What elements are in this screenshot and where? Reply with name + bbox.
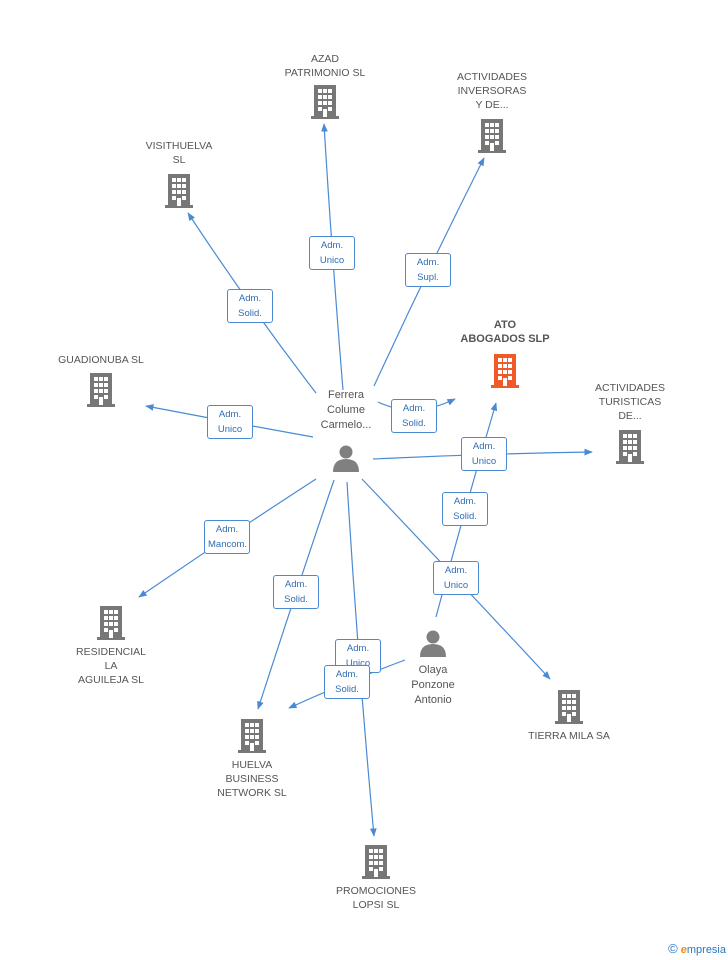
person-label-ferrera[interactable]: Ferrera Colume Carmelo...	[320, 389, 372, 431]
relation-label-ferrera-guadionuba[interactable]: Adm. Unico	[207, 405, 253, 439]
company-label-ato[interactable]: ATO ABOGADOS SLP	[460, 319, 550, 345]
relation-label-ferrera-huelva[interactable]: Adm. Solid.	[273, 575, 319, 609]
building-icon[interactable]	[362, 845, 390, 879]
company-label-tierra[interactable]: TIERRA MILA SA	[528, 730, 610, 742]
person-label-olaya[interactable]: Olaya Ponzone Antonio	[411, 664, 455, 706]
relation-label-ferrera-ato[interactable]: Adm. Solid.	[391, 399, 437, 433]
relation-label-olaya-huelva[interactable]: Adm. Solid.	[324, 665, 370, 699]
person-icon[interactable]	[420, 630, 446, 658]
building-icon[interactable]	[311, 85, 339, 119]
company-label-promociones[interactable]: PROMOCIONES LOPSI SL	[336, 885, 416, 911]
building-icon[interactable]	[165, 174, 193, 208]
relation-label-ferrera-actividades_turisticas[interactable]: Adm. Unico	[461, 437, 507, 471]
company-label-huelva[interactable]: HUELVA BUSINESS NETWORK SL	[217, 759, 287, 799]
company-label-guadionuba[interactable]: GUADIONUBA SL	[58, 354, 144, 366]
relation-label-ferrera-tierra[interactable]: Adm. Unico	[433, 561, 479, 595]
brand-name: mpresia	[686, 944, 726, 956]
building-icon[interactable]	[555, 690, 583, 724]
person-icon[interactable]	[333, 445, 359, 473]
company-label-actividades_turisticas[interactable]: ACTIVIDADES TURISTICAS DE...	[594, 382, 665, 422]
building-icon[interactable]	[491, 354, 519, 388]
company-label-actividades_inversoras[interactable]: ACTIVIDADES INVERSORAS Y DE...	[456, 71, 527, 111]
relation-label-ferrera-residencial[interactable]: Adm. Mancom.	[204, 520, 250, 554]
building-icon[interactable]	[616, 430, 644, 464]
brand-initial: e	[680, 944, 687, 956]
company-label-residencial[interactable]: RESIDENCIAL LA AGUILEJA SL	[75, 646, 147, 686]
relation-label-ferrera-visithuelva[interactable]: Adm. Solid.	[227, 289, 273, 323]
copyright-icon: ©	[668, 941, 678, 956]
relation-label-olaya-ato[interactable]: Adm. Solid.	[442, 492, 488, 526]
building-icon[interactable]	[238, 719, 266, 753]
building-icon[interactable]	[87, 373, 115, 407]
company-label-visithuelva[interactable]: VISITHUELVA SL	[145, 140, 213, 166]
building-icon[interactable]	[478, 119, 506, 153]
relation-label-ferrera-azad[interactable]: Adm. Unico	[309, 236, 355, 270]
relation-label-ferrera-actividades_inversoras[interactable]: Adm. Supl.	[405, 253, 451, 287]
building-icon[interactable]	[97, 606, 125, 640]
brand-logo: © empresia	[668, 941, 726, 956]
company-label-azad[interactable]: AZAD PATRIMONIO SL	[284, 53, 366, 79]
